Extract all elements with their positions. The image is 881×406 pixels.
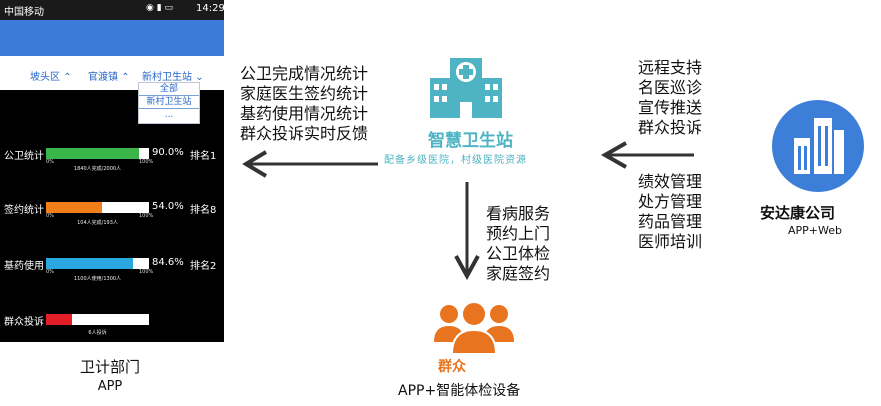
feature-item: 公卫完成情况统计 — [240, 64, 369, 83]
support-item: 远程支持 — [638, 58, 703, 77]
management-item: 医师培训 — [638, 232, 703, 251]
filter-area3-label: 新村卫生站 — [142, 72, 192, 83]
station-subtitle: 配备乡级医院，村级医院资源 — [384, 155, 527, 166]
stat-percent: 54.0% — [152, 201, 184, 212]
management-list: 绩效管理 处方管理 药品管理 医师培训 — [638, 172, 702, 252]
signal-icons: ◉ ▮ ▭ — [146, 3, 174, 13]
stat-rank: 排名1 — [190, 151, 217, 162]
progress-track — [46, 258, 149, 269]
progress-fill — [46, 258, 134, 269]
filter-area1-label: 坡头区 — [30, 72, 60, 83]
arrow-to-station — [600, 141, 694, 169]
service-item: 家庭签约 — [486, 264, 551, 283]
progress-track — [46, 148, 149, 159]
filter-area3[interactable]: 新村卫生站 ⌄ — [142, 68, 204, 83]
stat-caption: 1100人使用/1300人 — [73, 276, 122, 282]
stat-label: 群众投诉 — [4, 317, 44, 328]
phone-caption-line2: APP — [97, 379, 123, 394]
progress-track — [46, 202, 149, 213]
people-subtitle: APP+智能体检设备 — [398, 383, 521, 399]
support-list: 远程支持 名医巡诊 宣传推送 群众投诉 — [638, 58, 702, 138]
clock-text: 14:29 — [196, 3, 225, 14]
service-list: 看病服务 预约上门 公卫体检 家庭签约 — [486, 204, 550, 284]
station-title: 智慧卫生站 — [428, 131, 513, 151]
stat-row-public-health: 公卫统计 0% 100% 90.0% 排名1 1840人完成/2000人 — [0, 144, 224, 174]
stat-rank: 排名2 — [190, 261, 217, 272]
phone-screen: 中国移动 ◉ ▮ ▭ 14:29 坡头区 ⌃ 官渡镇 ⌃ 新村卫生站 ⌄ 全部 … — [0, 0, 225, 342]
dropdown-option[interactable]: 全部 — [159, 84, 178, 94]
filter-area1[interactable]: 坡头区 ⌃ — [30, 68, 72, 83]
stat-percent: 84.6% — [152, 257, 184, 268]
chevron-down-icon: ⌄ — [195, 72, 204, 83]
stat-rank: 排名8 — [190, 205, 217, 216]
progress-fill — [46, 314, 72, 325]
tick-hundred: 100% — [139, 213, 154, 219]
stat-row-drug-use: 基药使用 0% 100% 84.6% 排名2 1100人使用/1300人 — [0, 254, 224, 284]
hospital-icon — [430, 58, 502, 118]
stat-row-signing: 签约统计 0% 100% 54.0% 排名8 104人完成/193人 — [0, 198, 224, 228]
progress-fill — [46, 148, 139, 159]
arrow-to-people — [454, 182, 480, 281]
management-item: 绩效管理 — [638, 172, 703, 191]
filter-area2-label: 官渡镇 — [88, 72, 118, 83]
stat-caption: 1840人完成/2000人 — [73, 166, 122, 172]
support-item: 群众投诉 — [638, 118, 703, 137]
dropdown-option-more[interactable]: ... — [164, 110, 174, 120]
tick-zero: 0% — [46, 213, 54, 219]
service-item: 预约上门 — [486, 224, 551, 243]
tick-zero: 0% — [46, 269, 54, 275]
stat-caption: 6人投诉 — [88, 330, 107, 336]
stats-feature-list: 公卫完成情况统计 家庭医生签约统计 基药使用情况统计 群众投诉实时反馈 — [240, 64, 368, 144]
progress-track — [46, 314, 149, 325]
management-item: 药品管理 — [638, 212, 703, 231]
service-item: 看病服务 — [486, 204, 551, 223]
stat-caption: 104人完成/193人 — [77, 220, 118, 226]
chevron-up-icon: ⌃ — [63, 72, 72, 83]
stat-label: 基药使用 — [4, 261, 44, 272]
stat-row-complaints: 群众投诉 6人投诉 — [0, 310, 224, 340]
people-icon — [434, 301, 514, 354]
carrier-text: 中国移动 — [4, 7, 44, 18]
tick-zero: 0% — [46, 159, 54, 165]
tick-hundred: 100% — [139, 159, 154, 165]
progress-fill — [46, 202, 102, 213]
dropdown-menu: 全部 新村卫生站 ... — [138, 82, 200, 124]
stat-label: 公卫统计 — [4, 151, 44, 162]
company-subtitle: APP+Web — [788, 224, 842, 237]
status-bar: 中国移动 ◉ ▮ ▭ 14:29 — [0, 0, 225, 20]
people-label: 群众 — [438, 359, 466, 375]
stat-label: 签约统计 — [4, 205, 44, 216]
app-header — [0, 20, 224, 56]
tick-hundred: 100% — [139, 269, 154, 275]
company-building-icon — [772, 100, 864, 192]
dropdown-option-selected[interactable]: 新村卫生站 — [139, 95, 199, 109]
feature-item: 群众投诉实时反馈 — [240, 124, 369, 143]
stat-percent: 90.0% — [152, 147, 184, 158]
phone-caption-line1: 卫计部门 — [79, 358, 140, 376]
service-item: 公卫体检 — [486, 244, 551, 263]
chevron-up-icon: ⌃ — [121, 72, 130, 83]
support-item: 宣传推送 — [638, 98, 703, 117]
management-item: 处方管理 — [638, 192, 703, 211]
company-name: 安达康公司 — [760, 204, 836, 222]
feature-item: 基药使用情况统计 — [240, 104, 369, 123]
filter-area2[interactable]: 官渡镇 ⌃ — [88, 68, 130, 83]
support-item: 名医巡诊 — [638, 78, 703, 97]
arrow-to-phone — [242, 150, 378, 178]
feature-item: 家庭医生签约统计 — [240, 84, 369, 103]
